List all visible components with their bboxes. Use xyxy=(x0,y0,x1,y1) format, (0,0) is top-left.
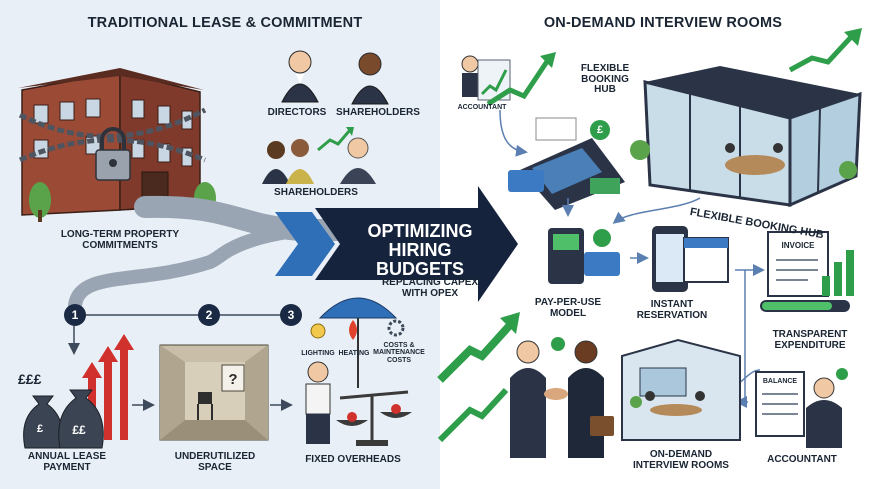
arrow-title: OPTIMIZING HIRING BUDGETS xyxy=(367,221,473,279)
capex-opex-subtitle: REPLACING CAPEX WITH OPEX xyxy=(381,277,479,299)
building-chain-padlock-icon xyxy=(18,68,216,222)
worried-man-icon xyxy=(305,361,331,444)
shareholders-group-icon xyxy=(262,127,376,184)
accountant-top-label: ACCOUNTANT xyxy=(457,104,507,111)
big-arrow-icon xyxy=(275,186,518,302)
hub-small-label: FLEXIBLE BOOKING HUB xyxy=(580,63,630,95)
growth-arrows-icon xyxy=(437,312,520,443)
shareholders-top-label: SHAREHOLDERS xyxy=(336,107,420,118)
invoice-label: INVOICE xyxy=(781,241,815,250)
gear-icon xyxy=(387,319,405,337)
terminal-pound-label: £ xyxy=(596,124,604,136)
annual-lease-label: ANNUAL LEASE PAYMENT xyxy=(27,451,107,473)
right-title: ON-DEMAND INTERVIEW ROOMS xyxy=(543,15,783,31)
underutilized-label: UNDERUTILIZED SPACE xyxy=(174,451,256,473)
glass-office-icon xyxy=(630,28,862,208)
rooms-label: ON-DEMAND INTERVIEW ROOMS xyxy=(633,449,729,471)
step-3-badge: 3 xyxy=(280,304,302,326)
shareholders-icon xyxy=(351,52,389,105)
costs-label: COSTS & MAINTENANCE COSTS xyxy=(373,342,425,364)
transparent-label: TRANSPARENT EXPENDITURE xyxy=(772,329,848,351)
shareholders-mid-label: SHAREHOLDERS xyxy=(274,187,358,198)
empty-room-icon: ? xyxy=(159,344,269,441)
invoice-icon xyxy=(760,231,854,312)
lightbulb-icon xyxy=(310,323,326,339)
step-2-badge: 2 xyxy=(198,304,220,326)
left-title: TRADITIONAL LEASE & COMMITMENT xyxy=(87,15,363,31)
bag-pound-label: £ xyxy=(36,423,44,435)
balance-label: BALANCE xyxy=(762,378,798,385)
pounds-label: £££ xyxy=(18,371,42,387)
instant-reservation-label: INSTANT RESERVATION xyxy=(636,299,708,321)
scales-icon xyxy=(336,390,412,446)
meeting-room-icon xyxy=(621,338,741,441)
flame-icon xyxy=(349,320,357,340)
umbrella-icon xyxy=(318,297,398,388)
pay-per-use-label: PAY-PER-USE MODEL xyxy=(534,297,602,319)
property-label: LONG-TERM PROPERTY COMMITMENTS xyxy=(60,229,180,251)
step-1-badge: 1 xyxy=(64,304,86,326)
pay-terminal-icon xyxy=(548,228,620,284)
handshake-icon xyxy=(510,337,614,458)
lighting-label: LIGHTING xyxy=(301,350,335,357)
money-bags-icon xyxy=(23,334,134,449)
green-arrow-icon xyxy=(486,52,556,107)
accountant-bottom-label: ACCOUNTANT xyxy=(767,454,837,465)
bag-pounds-label: ££ xyxy=(72,423,86,437)
directors-icon xyxy=(281,50,319,103)
directors-label: DIRECTORS xyxy=(267,107,327,118)
card-terminal-icon xyxy=(508,117,625,210)
heating-label: HEATING xyxy=(338,350,370,357)
phone-calendar-icon xyxy=(652,226,729,292)
svg-text:?: ? xyxy=(228,371,237,388)
balance-sheet-icon xyxy=(755,368,848,448)
fixed-overheads-label: FIXED OVERHEADS xyxy=(305,454,401,465)
